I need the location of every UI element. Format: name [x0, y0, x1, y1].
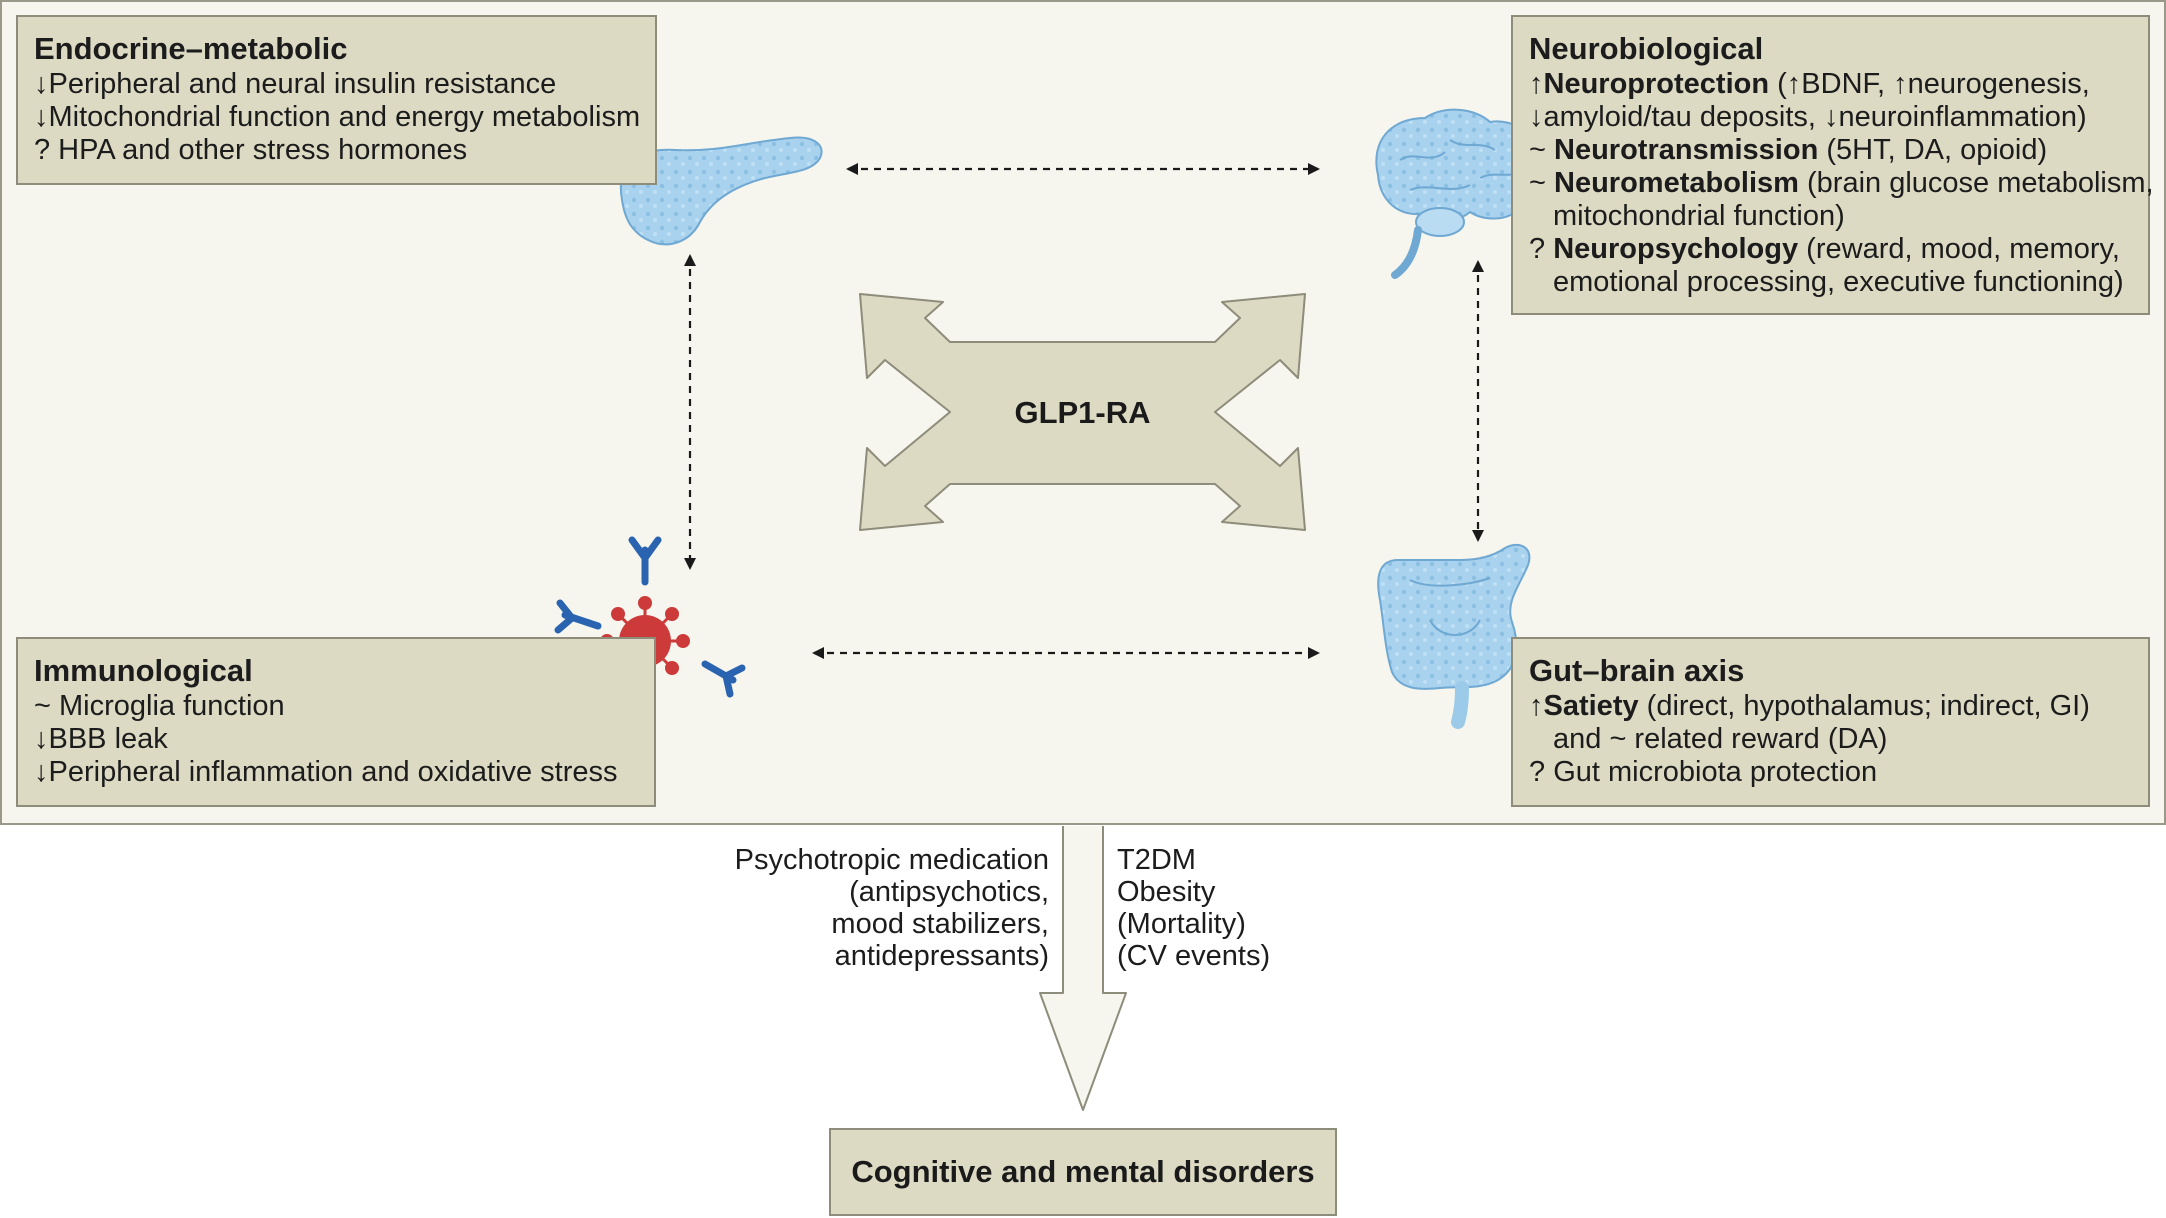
neuro-item: ? Neuropsychology (reward, mood, memory, — [1529, 233, 2120, 265]
factor-line: (CV events) — [1117, 940, 1271, 972]
factor-line: antidepressants) — [834, 940, 1049, 972]
gut-item: ↑Satiety (direct, hypothalamus; indirect… — [1529, 690, 2090, 722]
glp1-ra-label: GLP1-RA — [1014, 395, 1151, 430]
gut-brain-axis-box: Gut–brain axis ↑Satiety (direct, hypotha… — [1511, 637, 2150, 807]
factor-line: Psychotropic medication — [734, 844, 1049, 876]
pancreas-icon — [619, 136, 823, 246]
glp1-arrow-body — [859, 293, 1306, 531]
neuro-item: emotional processing, executive function… — [1553, 266, 2124, 298]
neurobiological-box: Neurobiological ↑Neuroprotection (↑BDNF,… — [1511, 15, 2154, 315]
neurobiological-title: Neurobiological — [1529, 31, 1764, 66]
factor-line: Obesity — [1117, 876, 1216, 908]
factor-line: T2DM — [1117, 844, 1196, 876]
outcome-label: Cognitive and mental disorders — [851, 1154, 1315, 1189]
immuno-item: ↓Peripheral inflammation and oxidative s… — [34, 756, 618, 788]
neuro-item: ~ Neurometabolism (brain glucose metabol… — [1529, 167, 2154, 199]
endocrine-item: ↓Mitochondrial function and energy metab… — [34, 101, 641, 133]
gut-item: and ~ related reward (DA) — [1553, 723, 1888, 755]
gut-brain-title: Gut–brain axis — [1529, 653, 1745, 688]
gut-icon — [1377, 543, 1531, 729]
brain-icon — [1375, 108, 1544, 279]
outcome-down-arrow — [1039, 826, 1127, 1111]
neuro-item: ↑Neuroprotection (↑BDNF, ↑neurogenesis, — [1529, 68, 2090, 100]
immunological-title: Immunological — [34, 653, 253, 688]
factor-line: (Mortality) — [1117, 908, 1246, 940]
endocrine-metabolic-box: Endocrine–metabolic ↓Peripheral and neur… — [16, 15, 657, 185]
endocrine-item: ? HPA and other stress hormones — [34, 134, 468, 166]
outcome-box: Cognitive and mental disorders — [829, 1128, 1337, 1216]
neuro-item: mitochondrial function) — [1553, 200, 1845, 232]
factor-line: (antipsychotics, — [849, 876, 1049, 908]
factor-line: mood stabilizers, — [831, 908, 1049, 940]
neuro-item: ↓amyloid/tau deposits, ↓neuroinflammatio… — [1529, 101, 2087, 133]
immuno-item: ~ Microglia function — [34, 690, 285, 722]
neuro-item: ~ Neurotransmission (5HT, DA, opioid) — [1529, 134, 2048, 166]
psychotropic-factors: Psychotropic medication (antipsychotics,… — [640, 844, 1049, 972]
metabolic-factors: T2DM Obesity (Mortality) (CV events) — [1117, 844, 1397, 972]
endocrine-item: ↓Peripheral and neural insulin resistanc… — [34, 68, 557, 100]
immunological-box: Immunological ~ Microglia function ↓BBB … — [16, 637, 656, 807]
immuno-item: ↓BBB leak — [34, 723, 168, 755]
endocrine-title: Endocrine–metabolic — [34, 31, 348, 66]
gut-item: ? Gut microbiota protection — [1529, 756, 1878, 788]
